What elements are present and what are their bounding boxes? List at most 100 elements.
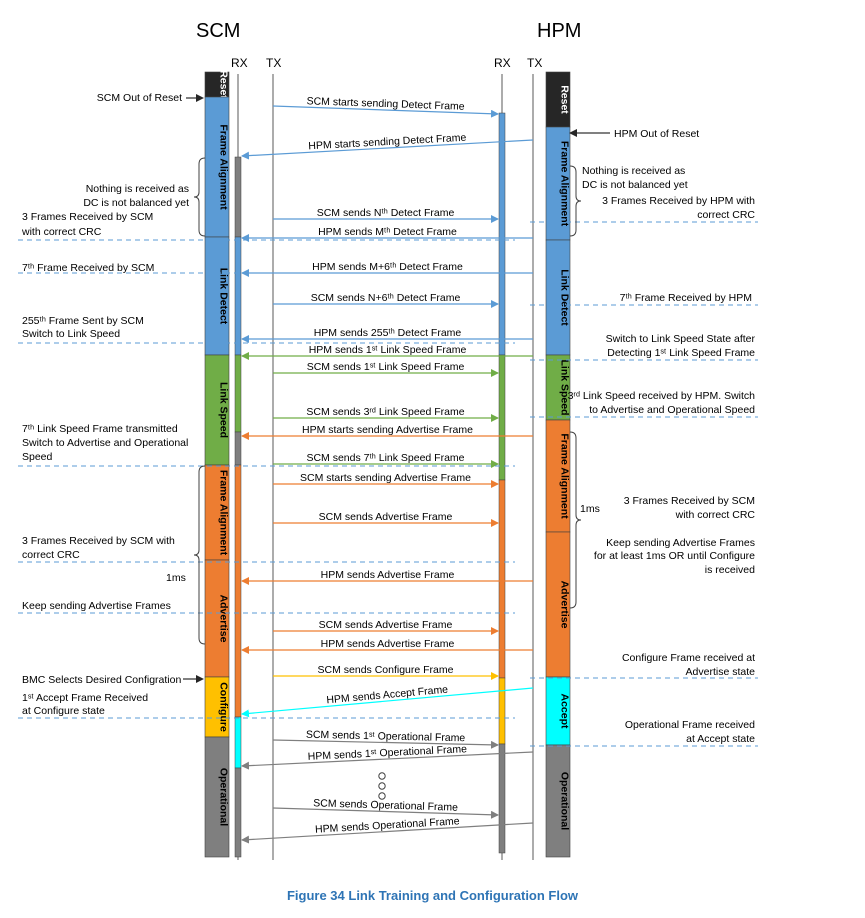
- message-arrow-1: [241, 139, 534, 160]
- message-label-16: HPM sends Advertise Frame: [321, 638, 455, 650]
- scm-rx-bar-6: [234, 767, 242, 858]
- scm-state-7: [204, 736, 230, 858]
- scm-note-2-line-0: 3 Frames Received by SCM: [22, 211, 153, 223]
- scm-rx-label: RX: [231, 56, 248, 70]
- scm-state-label-6: Configure: [218, 682, 230, 732]
- hpm-note-8-line-0: Keep sending Advertise Frames: [606, 537, 755, 549]
- hpm-state-label-5: Advertise: [559, 581, 571, 629]
- hpm-note-10-line-1: at Accept state: [686, 733, 755, 745]
- hpm-brace-1ms: [569, 431, 582, 609]
- hpm-rx-bar-1: [498, 354, 506, 481]
- hpm-note-1-line-0: Nothing is received as: [582, 165, 685, 177]
- hpm-note-3-line-0: 7ᵗʰ Frame Received by HPM: [620, 292, 752, 304]
- hpm-tx-label: TX: [527, 56, 543, 70]
- scm-note-4-line-0: 255ᵗʰ Frame Sent by SCM: [22, 315, 144, 327]
- figure-caption: Figure 34 Link Training and Configuratio…: [286, 888, 579, 903]
- scm-rx-bar-0: [234, 156, 242, 238]
- hpm-state-7: [545, 744, 571, 858]
- hpm-note-5-line-1: to Advertise and Operational Speed: [589, 404, 755, 416]
- hpm-note-4-line-1: Detecting 1ˢᵗ Link Speed Frame: [607, 347, 755, 359]
- scm-note-2-line-1: with correct CRC: [21, 226, 102, 238]
- message-arrow-18: [241, 687, 534, 718]
- hpm-rx-label: RX: [494, 56, 511, 70]
- hpm-note-4-line-0: Switch to Link Speed State after: [606, 333, 756, 345]
- hpm-note-9-line-1: Advertise state: [686, 666, 756, 678]
- scm-note-10-line-0: 1ˢᵗ Accept Frame Received: [22, 692, 148, 704]
- message-label-15: SCM sends Advertise Frame: [319, 619, 453, 631]
- message-label-4: HPM sends M+6ᵗʰ Detect Frame: [312, 261, 463, 273]
- hpm-rx-bar-2: [498, 479, 506, 679]
- scm-note-4-line-1: Switch to Link Speed: [22, 328, 120, 340]
- scm-rx-bar-4: [234, 464, 242, 718]
- scm-brace-nothing-received: [193, 157, 206, 237]
- message-label-5: SCM sends N+6ᵗʰ Detect Frame: [311, 292, 461, 304]
- scm-state-label-3: Link Speed: [218, 382, 230, 438]
- hpm-note-0-line-0: HPM Out of Reset: [614, 128, 699, 140]
- scm-state-label-4: Frame Alignment: [218, 470, 230, 556]
- scm-note-7-line-0: 1ms: [166, 572, 186, 584]
- ellipsis-dot-0: [378, 772, 386, 780]
- message-label-8: SCM sends 1ˢᵗ Link Speed Frame: [307, 361, 465, 373]
- message-label-13: SCM sends Advertise Frame: [319, 511, 453, 523]
- hpm-state-label-7: Operational: [559, 772, 571, 830]
- scm-rx-bar-2: [234, 354, 242, 433]
- hpm-state-label-1: Frame Alignment: [559, 141, 571, 227]
- message-label-17: SCM sends Configure Frame: [318, 664, 454, 676]
- scm-state-5: [204, 559, 230, 678]
- scm-state-1: [204, 96, 230, 238]
- message-arrow-21: [272, 807, 499, 819]
- message-label-10: HPM starts sending Advertise Frame: [302, 424, 473, 436]
- hpm-state-label-6: Accept: [559, 693, 571, 729]
- hpm-note-9-line-0: Configure Frame received at: [622, 652, 755, 664]
- message-label-2: SCM sends Nᵗʰ Detect Frame: [317, 207, 455, 219]
- scm-state-6: [204, 676, 230, 738]
- scm-tx-label: TX: [266, 56, 282, 70]
- scm-header: SCM: [196, 20, 241, 42]
- message-label-1: HPM starts sending Detect Frame: [308, 132, 467, 153]
- hpm-note-2-line-1: correct CRC: [697, 209, 755, 221]
- hpm-state-label-0: Reset: [559, 85, 571, 114]
- hpm-note-8-line-2: is received: [705, 564, 755, 576]
- ellipsis-dot-2: [378, 792, 386, 800]
- hpm-note-8-line-1: for at least 1ms OR until Configure: [594, 550, 755, 562]
- scm-rx-bar-1: [234, 236, 242, 356]
- hpm-header: HPM: [537, 20, 582, 42]
- hpm-state-1: [545, 126, 571, 241]
- hpm-state-label-4: Frame Alignment: [559, 433, 571, 519]
- scm-note-6-line-1: correct CRC: [22, 549, 80, 561]
- scm-note-10-line-1: at Configure state: [22, 705, 105, 717]
- scm-note-5-line-0: 7ᵗʰ Link Speed Frame transmitted: [22, 423, 178, 435]
- hpm-note-7-line-1: with correct CRC: [675, 509, 756, 521]
- hpm-rx-bar-3: [498, 677, 506, 745]
- message-label-19: SCM sends 1ˢᵗ Operational Frame: [306, 729, 466, 745]
- scm-note-6-line-0: 3 Frames Received by SCM with: [22, 535, 175, 547]
- hpm-state-6: [545, 676, 571, 746]
- scm-state-label-1: Frame Alignment: [218, 124, 230, 210]
- scm-note-1-line-0: Nothing is received as: [86, 183, 189, 195]
- message-arrow-19: [272, 739, 499, 749]
- message-arrow-0: [272, 105, 499, 118]
- hpm-note-5-line-0: 3ʳᵈ Link Speed received by HPM. Switch: [568, 390, 756, 402]
- hpm-note-10-line-0: Operational Frame received: [625, 719, 755, 731]
- message-label-11: SCM sends 7ᵗʰ Link Speed Frame: [306, 452, 464, 464]
- scm-state-label-2: Link Detect: [218, 268, 230, 325]
- message-label-22: HPM sends Operational Frame: [315, 815, 460, 835]
- hpm-note-1-line-1: DC is not balanced yet: [582, 179, 688, 191]
- hpm-state-0: [545, 71, 571, 128]
- hpm-state-2: [545, 239, 571, 356]
- scm-note-8-line-0: Keep sending Advertise Frames: [22, 600, 171, 612]
- hpm-rx-bar-0: [498, 112, 506, 356]
- scm-state-label-0: Reset: [218, 70, 230, 99]
- scm-state-label-7: Operational: [218, 768, 230, 826]
- message-label-20: HPM sends 1ˢᵗ Operational Frame: [307, 743, 467, 763]
- hpm-state-label-3: Link Speed: [559, 359, 571, 415]
- hpm-note-7-line-0: 3 Frames Received by SCM: [624, 495, 755, 507]
- ellipsis-dot-1: [378, 782, 386, 790]
- message-label-12: SCM starts sending Advertise Frame: [300, 472, 471, 484]
- message-label-0: SCM starts sending Detect Frame: [306, 95, 465, 113]
- message-arrow-22: [241, 822, 534, 844]
- scm-brace-1ms: [193, 465, 206, 645]
- message-label-14: HPM sends Advertise Frame: [321, 569, 455, 581]
- hpm-rx-bar-4: [498, 743, 506, 854]
